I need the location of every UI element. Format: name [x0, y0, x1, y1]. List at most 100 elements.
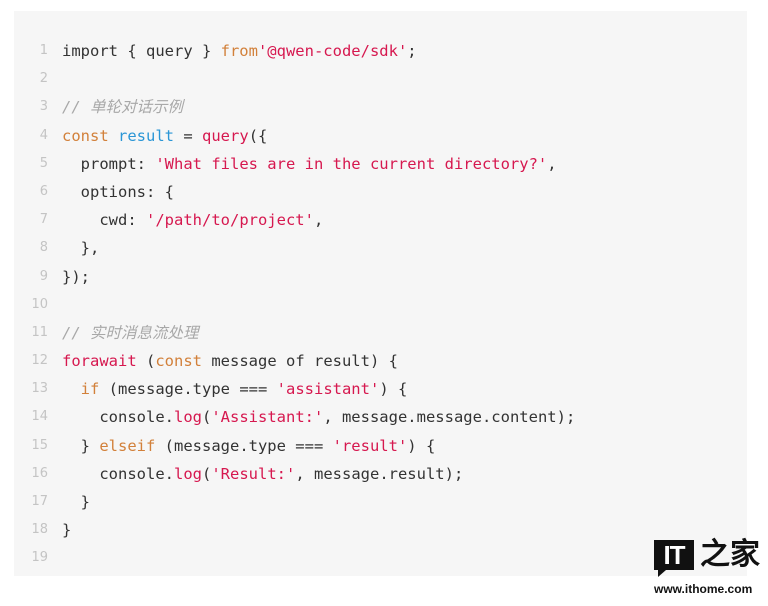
code-text: // 单轮对话示例 — [62, 93, 183, 121]
code-token: query — [202, 126, 249, 145]
code-text: } elseif (message.type === 'result') { — [62, 432, 436, 460]
code-token: '/path/to/project' — [146, 211, 314, 230]
line-number: 2 — [39, 71, 48, 87]
code-token — [62, 380, 81, 398]
line-number: 16 — [31, 465, 48, 481]
code-token: log — [173, 408, 202, 427]
code-line: 3 // 单轮对话示例 — [14, 93, 747, 121]
code-text: } — [62, 516, 71, 544]
code-token: 'result' — [332, 436, 408, 455]
code-token: prompt: — [62, 154, 156, 173]
code-token: import { query } — [62, 42, 221, 60]
code-token: elseif — [99, 436, 156, 455]
code-token — [109, 127, 118, 145]
code-text: const result = query({ — [62, 122, 267, 150]
code-token: ( — [136, 352, 156, 371]
code-token: from — [220, 42, 258, 60]
logo-text: IT — [663, 540, 685, 570]
code-line: 16 console.log('Result:', message.result… — [14, 460, 747, 488]
code-line: 18} — [14, 516, 747, 544]
code-token: 'assistant' — [276, 380, 380, 399]
line-number: 9 — [39, 268, 48, 284]
line-number: 17 — [31, 494, 48, 509]
code-text: console.log('Result:', message.result); — [62, 460, 463, 488]
code-text: if (message.type === 'assistant') { — [62, 375, 408, 403]
line-number: 19 — [31, 550, 48, 566]
code-token: const — [62, 126, 109, 145]
line-number: 18 — [31, 522, 48, 538]
code-token: , message.message.content); — [323, 408, 576, 427]
code-text: }, — [62, 234, 100, 262]
code-token: (message.type === — [99, 380, 277, 399]
code-token: console. — [62, 408, 174, 427]
code-token: ; — [407, 42, 417, 60]
logo-chinese-text: 之家 — [700, 537, 760, 572]
line-number: 4 — [39, 127, 48, 143]
line-number: 12 — [31, 353, 48, 369]
code-token: message of result) { — [202, 352, 398, 371]
code-token: 'Result:' — [211, 464, 296, 483]
code-line: 13 if (message.type === 'assistant') { — [14, 375, 747, 403]
code-line: 1 import { query } from'@qwen-code/sdk'; — [14, 37, 747, 65]
code-line: 8 }, — [14, 234, 747, 262]
code-token: '@qwen-code/sdk' — [257, 42, 408, 60]
code-token: ( — [201, 464, 212, 483]
code-line: 4 const result = query({ — [14, 122, 747, 150]
code-text: } — [62, 488, 90, 516]
line-number: 1 — [39, 43, 48, 58]
code-token: ({ — [248, 126, 268, 145]
code-text: forawait (const message of result) { — [62, 347, 398, 375]
code-token: 'Assistant:' — [211, 408, 324, 427]
code-token: 'What files are in the current directory… — [155, 154, 548, 173]
code-line: 19 — [14, 544, 747, 572]
code-text: options: { — [62, 178, 174, 206]
line-number: 11 — [31, 324, 48, 340]
code-token: (message.type === — [155, 436, 333, 455]
code-text: console.log('Assistant:', message.messag… — [62, 403, 575, 431]
code-token: // 单轮对话示例 — [62, 98, 183, 117]
code-token: ) { — [407, 436, 436, 455]
code-line: 5 prompt: 'What files are in the current… — [14, 150, 747, 178]
code-line: 11 // 实时消息流处理 — [14, 319, 747, 347]
code-token: ) { — [379, 380, 408, 399]
code-token: , message.result); — [295, 464, 464, 483]
code-line: 9}); — [14, 263, 747, 291]
ithome-watermark: IT 之家 www.ithome.com — [654, 536, 760, 598]
code-token: console. — [62, 464, 174, 483]
it-logo-icon: IT — [654, 540, 694, 570]
code-line: 17 } — [14, 488, 747, 516]
line-number: 10 — [31, 296, 48, 312]
code-text: cwd: '/path/to/project', — [62, 206, 323, 234]
code-lines: 1 import { query } from'@qwen-code/sdk'; 2… — [14, 37, 747, 573]
line-number: 3 — [39, 99, 48, 115]
code-line: 6 options: { — [14, 178, 747, 206]
code-token: log — [173, 464, 202, 483]
code-token: = — [174, 126, 203, 145]
code-text: // 实时消息流处理 — [62, 319, 199, 347]
code-text: import { query } from'@qwen-code/sdk'; — [62, 37, 417, 65]
code-token: , — [547, 154, 557, 173]
code-text: }); — [62, 263, 90, 291]
code-token: } — [62, 521, 72, 540]
code-line: 12 forawait (const message of result) { — [14, 347, 747, 375]
code-text: prompt: 'What files are in the current d… — [62, 150, 557, 178]
logo-speech-tail — [658, 570, 666, 577]
code-token: const — [155, 352, 202, 371]
line-number: 5 — [39, 155, 48, 171]
code-line: 10 — [14, 291, 747, 319]
code-token: result — [118, 126, 175, 145]
code-token: , — [313, 211, 324, 230]
line-number: 6 — [39, 183, 48, 199]
code-token: cwd: — [62, 211, 146, 230]
code-line: 15 } elseif (message.type === 'result') … — [14, 432, 747, 460]
code-token: if — [80, 380, 100, 399]
code-token: forawait — [62, 352, 137, 371]
code-token: options: { — [62, 182, 174, 201]
code-token: ( — [201, 408, 212, 427]
code-block: 1 import { query } from'@qwen-code/sdk'; 2… — [14, 11, 747, 576]
code-line: 7 cwd: '/path/to/project', — [14, 206, 747, 234]
code-token: // 实时消息流处理 — [62, 323, 199, 342]
code-token: } — [62, 436, 100, 455]
line-number: 8 — [39, 240, 48, 256]
watermark-url: www.ithome.com — [654, 582, 753, 596]
